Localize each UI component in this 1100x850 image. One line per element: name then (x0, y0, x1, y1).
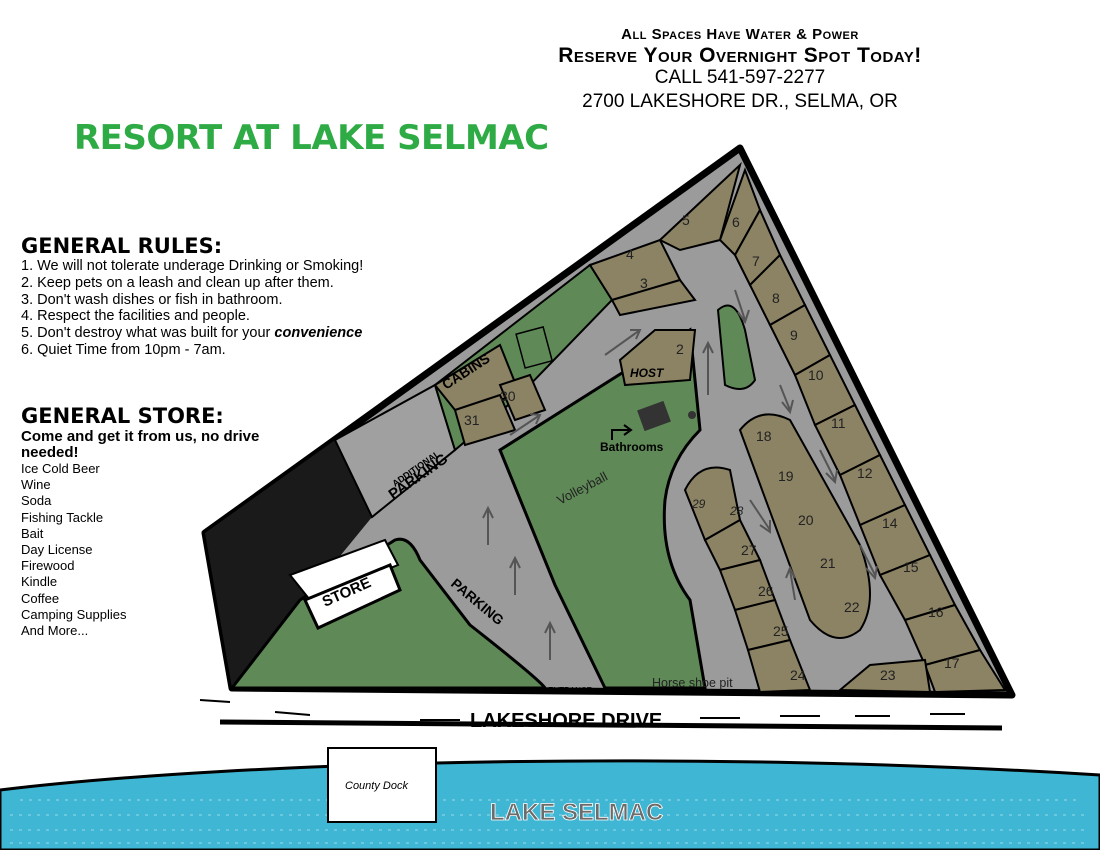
horseshoe-label: Horse shoe pit (652, 676, 733, 690)
rule-item: 6. Quiet Time from 10pm - 7am. (21, 341, 226, 358)
site-20: 20 (798, 512, 814, 528)
store-item: And More... (21, 623, 89, 639)
host-label: HOST (630, 366, 665, 380)
site-27: 27 (741, 542, 757, 558)
road-label: LAKESHORE DRIVE (470, 710, 662, 732)
dock-label: County Dock (345, 780, 408, 792)
entrance-label: ENTRANCE (548, 686, 592, 695)
county-dock (327, 747, 437, 823)
site-30: 30 (500, 388, 516, 404)
rule-text: 5. Don't destroy what was built for your (21, 325, 271, 342)
store-item: Bait (21, 525, 44, 541)
page-title: RESORT AT LAKE SELMAC (74, 118, 549, 158)
rule-item: 4. Respect the facilities and people. (21, 308, 250, 325)
site-19: 19 (778, 468, 794, 484)
rule-emphasis: convenience (274, 325, 363, 342)
site-11: 11 (831, 415, 846, 431)
site-3: 3 (640, 275, 648, 291)
site-4: 4 (626, 246, 634, 262)
site-31: 31 (464, 412, 480, 428)
site-23: 23 (880, 667, 896, 683)
bathrooms-label: Bathrooms (600, 440, 664, 454)
store-item: Kindle (21, 574, 58, 590)
site-8: 8 (772, 290, 780, 306)
store-tagline: Come and get it from us, no drive needed… (21, 428, 260, 461)
rules-list: 1. We will not tolerate underage Drinkin… (21, 258, 363, 359)
store-item: Wine (21, 477, 51, 493)
store-item: Soda (21, 493, 52, 509)
site-28: 28 (729, 504, 744, 518)
rule-item: 3. Don't wash dishes or fish in bathroom… (21, 291, 283, 308)
site-5: 5 (682, 212, 690, 228)
rule-item: 1. We will not tolerate underage Drinkin… (21, 258, 364, 274)
store-heading: GENERAL STORE: (21, 404, 224, 428)
store-item: Ice Cold Beer (21, 461, 100, 476)
site-18: 18 (756, 428, 772, 444)
site-21: 21 (820, 555, 836, 571)
site-16: 16 (928, 604, 944, 620)
store-item: Camping Supplies (21, 606, 127, 622)
site-17: 17 (944, 655, 960, 671)
rule-item: 5. Don't destroy what was built for your… (21, 325, 363, 342)
store-item: Fishing Tackle (21, 509, 104, 525)
store-building (288, 538, 400, 602)
header-address: 2700 LAKESHORE DR., SELMA, OR (582, 91, 898, 112)
site-29: 29 (691, 497, 706, 511)
store-item: Firewood (21, 558, 75, 574)
rules-heading: GENERAL RULES: (21, 234, 223, 258)
rule-item: 2. Keep pets on a leash and clean up aft… (21, 274, 334, 291)
site-10: 10 (808, 367, 824, 383)
site-24: 24 (790, 667, 806, 683)
store-item: Day License (21, 542, 93, 558)
site-6: 6 (732, 214, 740, 230)
header-amenities: All Spaces Have Water & Power (621, 26, 859, 43)
store-item: Coffee (21, 590, 60, 606)
site-22: 22 (844, 599, 860, 615)
store-items: Ice Cold Beer Wine Soda Fishing Tackle B… (21, 461, 127, 639)
site-7: 7 (752, 253, 760, 269)
site-2: 2 (676, 341, 684, 357)
lake (0, 759, 1100, 850)
site-15: 15 (903, 559, 919, 575)
header-reserve: Reserve Your Overnight Spot Today! (558, 44, 922, 67)
site-25: 25 (773, 623, 789, 639)
lake-label: LAKE SELMAC (490, 799, 663, 826)
site-26: 26 (758, 583, 774, 599)
header-phone[interactable]: CALL 541-597-2277 (654, 67, 826, 88)
site-9: 9 (790, 327, 798, 343)
site-12: 12 (857, 465, 873, 481)
site-14: 14 (882, 515, 898, 531)
